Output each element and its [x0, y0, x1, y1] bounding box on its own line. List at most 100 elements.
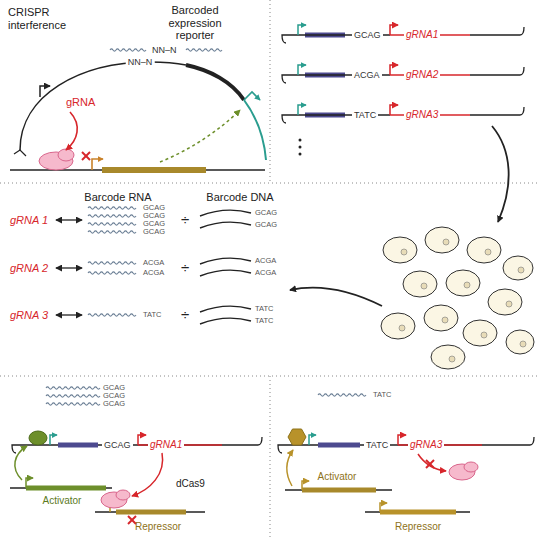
rna-strand: [88, 223, 136, 225]
dcas9-protein: [116, 490, 130, 500]
dcas9-protein: [101, 490, 130, 508]
dna-barcode: ACGA: [255, 257, 276, 265]
dna-barcode: TATC: [255, 317, 273, 325]
divide-sign: ÷: [181, 211, 189, 228]
library-construct: [282, 65, 524, 83]
rna-strand: [88, 314, 136, 316]
library-construct: [282, 25, 524, 123]
gene-label: Repressor: [135, 521, 181, 533]
barcode-dna: [200, 306, 251, 312]
expression-arrow: [160, 110, 240, 162]
transcription-factor: [29, 431, 47, 445]
panel-divider: [270, 376, 271, 537]
yeast-nucleus: [506, 301, 512, 307]
yeast-cell: [431, 345, 465, 369]
dcas9-protein: [464, 462, 478, 472]
yeast-cell: [383, 237, 417, 263]
rna-strand: [88, 262, 136, 264]
rna-strand: [88, 231, 136, 233]
dcas9-protein: [39, 149, 74, 170]
library-construct: [282, 35, 300, 43]
grna-label: gRNA1: [148, 439, 184, 451]
barcode-dna: [200, 210, 251, 216]
library-construct: [390, 65, 398, 75]
reporter-construct: [309, 435, 316, 445]
activator-gene: [15, 446, 27, 480]
promoter-arrow: [244, 92, 260, 100]
grna-label: gRNA: [66, 96, 95, 109]
plasmid: [14, 150, 26, 156]
yeast-nucleus: [449, 356, 455, 362]
panel-heading: CRISPR interference: [8, 6, 86, 31]
block-mark: [128, 516, 136, 524]
rna-strand: [186, 49, 222, 51]
rna-strand: [318, 394, 366, 396]
barcode-dna: [200, 258, 251, 264]
plasmid: [14, 62, 266, 160]
reporter-heading: Barcoded expression reporter: [151, 4, 239, 42]
activator-gene: [287, 450, 293, 486]
yeast-nucleus: [443, 239, 449, 245]
grna-label: gRNA1: [404, 29, 440, 41]
rna-barcode: ACGA: [143, 269, 164, 277]
block-mark: [128, 516, 136, 524]
library-construct: [298, 25, 306, 35]
flow-arrow: [290, 288, 382, 306]
activator-gene: [26, 478, 33, 488]
yeast-nucleus: [399, 325, 405, 331]
rna-strand: [88, 207, 136, 209]
library-construct: [282, 75, 300, 83]
block-mark: [128, 516, 136, 524]
guide-arrow: [66, 112, 77, 150]
pairing-arrow: [56, 220, 82, 315]
rna-strand: [88, 272, 136, 274]
pairing-arrow: [56, 267, 82, 268]
rna-barcode: GCAG: [143, 228, 165, 236]
ellipsis-dots: [299, 139, 302, 156]
library-construct: [390, 105, 398, 115]
barcode-dna: [200, 210, 251, 324]
repressor-gene: [380, 503, 387, 512]
barcode-sequence: TATC: [352, 110, 378, 120]
yeast-nucleus: [421, 283, 427, 289]
plasmid: [186, 65, 244, 100]
barcode-sequence: GCAG: [352, 30, 383, 40]
grna-label: gRNA2: [404, 69, 440, 81]
promoter-arrow: [40, 86, 50, 97]
reporter-construct: [138, 435, 146, 445]
rna-strand: [46, 387, 100, 389]
pairing-arrow: [56, 219, 82, 220]
activator-gene: [285, 450, 392, 493]
rna-barcode: GCAG: [103, 392, 125, 400]
rna-barcode: GCAG: [103, 384, 125, 392]
reporter-construct: [398, 435, 406, 445]
flow-arrow: [290, 126, 509, 306]
library-construct: [282, 115, 300, 123]
yeast-cell: [381, 313, 415, 339]
rna-strand: [88, 215, 136, 217]
barcode-sequence: ACGA: [352, 70, 382, 80]
barcode-sequence: GCAG: [102, 440, 133, 450]
dna-barcode: GCAG: [255, 221, 277, 229]
rna-strand: [46, 395, 100, 397]
library-construct: [298, 65, 306, 75]
gene-label: Repressor: [395, 521, 441, 533]
yeast-cell: [446, 270, 480, 296]
rna-barcode: TATC: [143, 311, 161, 319]
barcode-sequence: NN–N: [152, 45, 177, 55]
barcode-rna: [46, 49, 366, 405]
panel-divider: [270, 0, 271, 183]
dna-barcode: ACGA: [255, 269, 276, 277]
gene-label: Activator: [43, 495, 82, 507]
yeast-nucleus: [481, 332, 487, 338]
library-construct: [282, 105, 524, 123]
reporter-construct: [278, 437, 534, 453]
protein-label: dCas9: [176, 478, 205, 490]
dcas9-protein: [449, 462, 478, 480]
activator-gene: [26, 486, 106, 491]
yeast-nucleus: [401, 249, 407, 255]
plasmid: [244, 100, 266, 160]
grna-label: gRNA3: [404, 109, 440, 121]
